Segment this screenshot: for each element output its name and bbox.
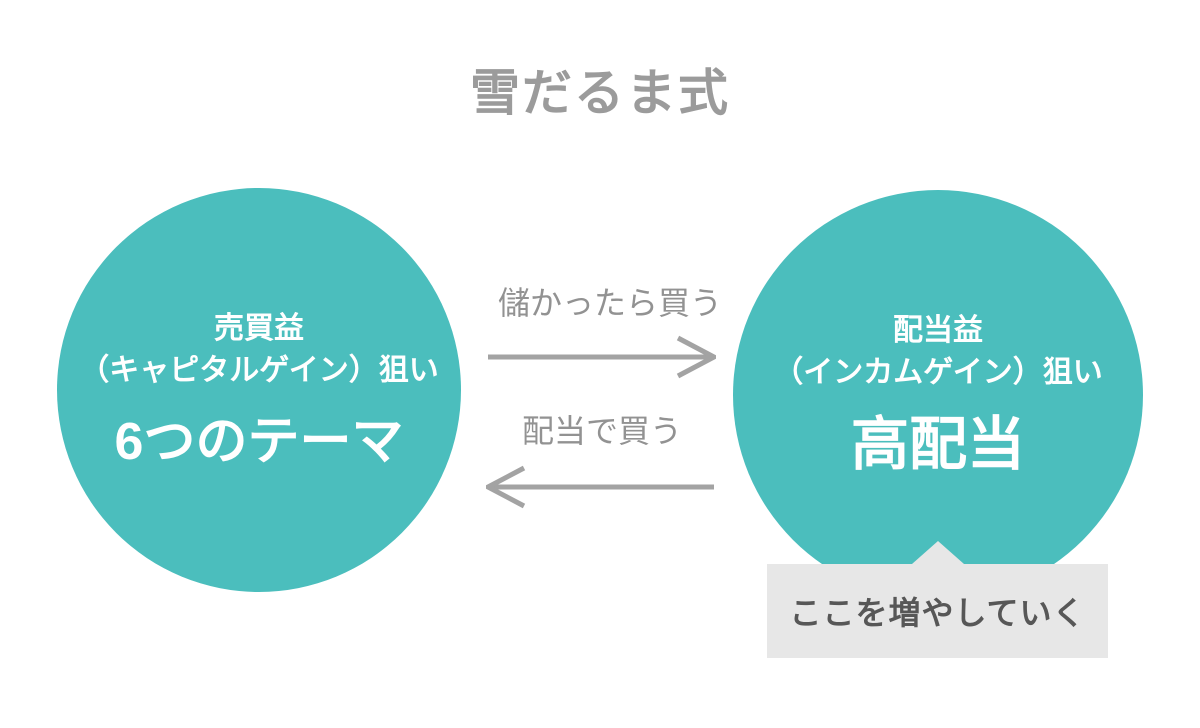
- callout-text: ここを増やしていく: [789, 595, 1086, 631]
- page-title: 雪だるま式: [470, 65, 730, 121]
- callout-pointer-icon: [912, 541, 964, 564]
- callout-bubble: ここを増やしていく: [767, 541, 1108, 658]
- capital-gain-circle: 売買益 （キャピタルゲイン）狙い 6つのテーマ: [57, 188, 461, 592]
- capital-gain-line1: 売買益: [214, 312, 304, 345]
- arrow-bottom-label: 配当で買う: [521, 413, 682, 449]
- capital-gain-main: 6つのテーマ: [114, 413, 404, 471]
- right-arrow-icon: [488, 335, 716, 379]
- income-gain-line2: （インカムゲイン）狙い: [773, 356, 1103, 389]
- income-gain-line1: 配当益: [893, 314, 983, 347]
- left-arrow-icon: [486, 465, 714, 509]
- income-gain-main: 高配当: [850, 412, 1025, 477]
- arrow-top-label: 儲かったら買う: [497, 285, 722, 321]
- capital-gain-line2: （キャピタルゲイン）狙い: [79, 354, 439, 387]
- income-gain-circle: 配当益 （インカムゲイン）狙い 高配当: [733, 190, 1143, 600]
